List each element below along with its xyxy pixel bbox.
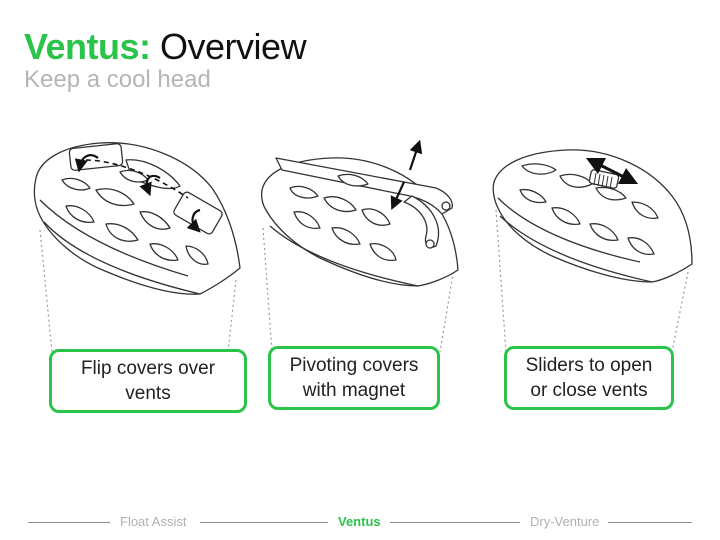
footer-divider	[28, 522, 110, 523]
slider-arrow	[585, 157, 639, 185]
nav-float-assist[interactable]: Float Assist	[120, 514, 187, 529]
pivot-arrows	[390, 139, 423, 211]
helmet-pivoting-covers	[260, 157, 459, 287]
nav-ventus[interactable]: Ventus	[338, 514, 381, 529]
footer-divider	[608, 522, 692, 523]
feature-callout-flip: Flip covers over vents	[49, 349, 247, 413]
feature-callout-pivot: Pivoting covers with magnet	[268, 346, 440, 410]
nav-dry-venture[interactable]: Dry-Venture	[530, 514, 600, 529]
footer-divider	[200, 522, 328, 523]
title-rest: Overview	[150, 26, 307, 67]
feature-label: Flip covers over vents	[80, 358, 216, 404]
guide-lines	[39, 209, 689, 353]
feature-label: Pivoting covers with magnet	[289, 355, 419, 401]
feature-callout-slider: Sliders to open or close vents	[504, 346, 674, 410]
footer-nav: Float Assist Ventus Dry-Venture	[0, 512, 720, 534]
helmet-sliders	[492, 149, 693, 283]
flip-arrows	[74, 154, 201, 233]
helmet-flip-covers	[33, 142, 241, 295]
slide-subtitle: Keep a cool head	[24, 66, 211, 93]
feature-label: Sliders to open or close vents	[525, 355, 653, 401]
title-accent: Ventus:	[24, 26, 151, 67]
slide-title: Ventus: Overview	[24, 26, 307, 68]
footer-divider	[390, 522, 520, 523]
